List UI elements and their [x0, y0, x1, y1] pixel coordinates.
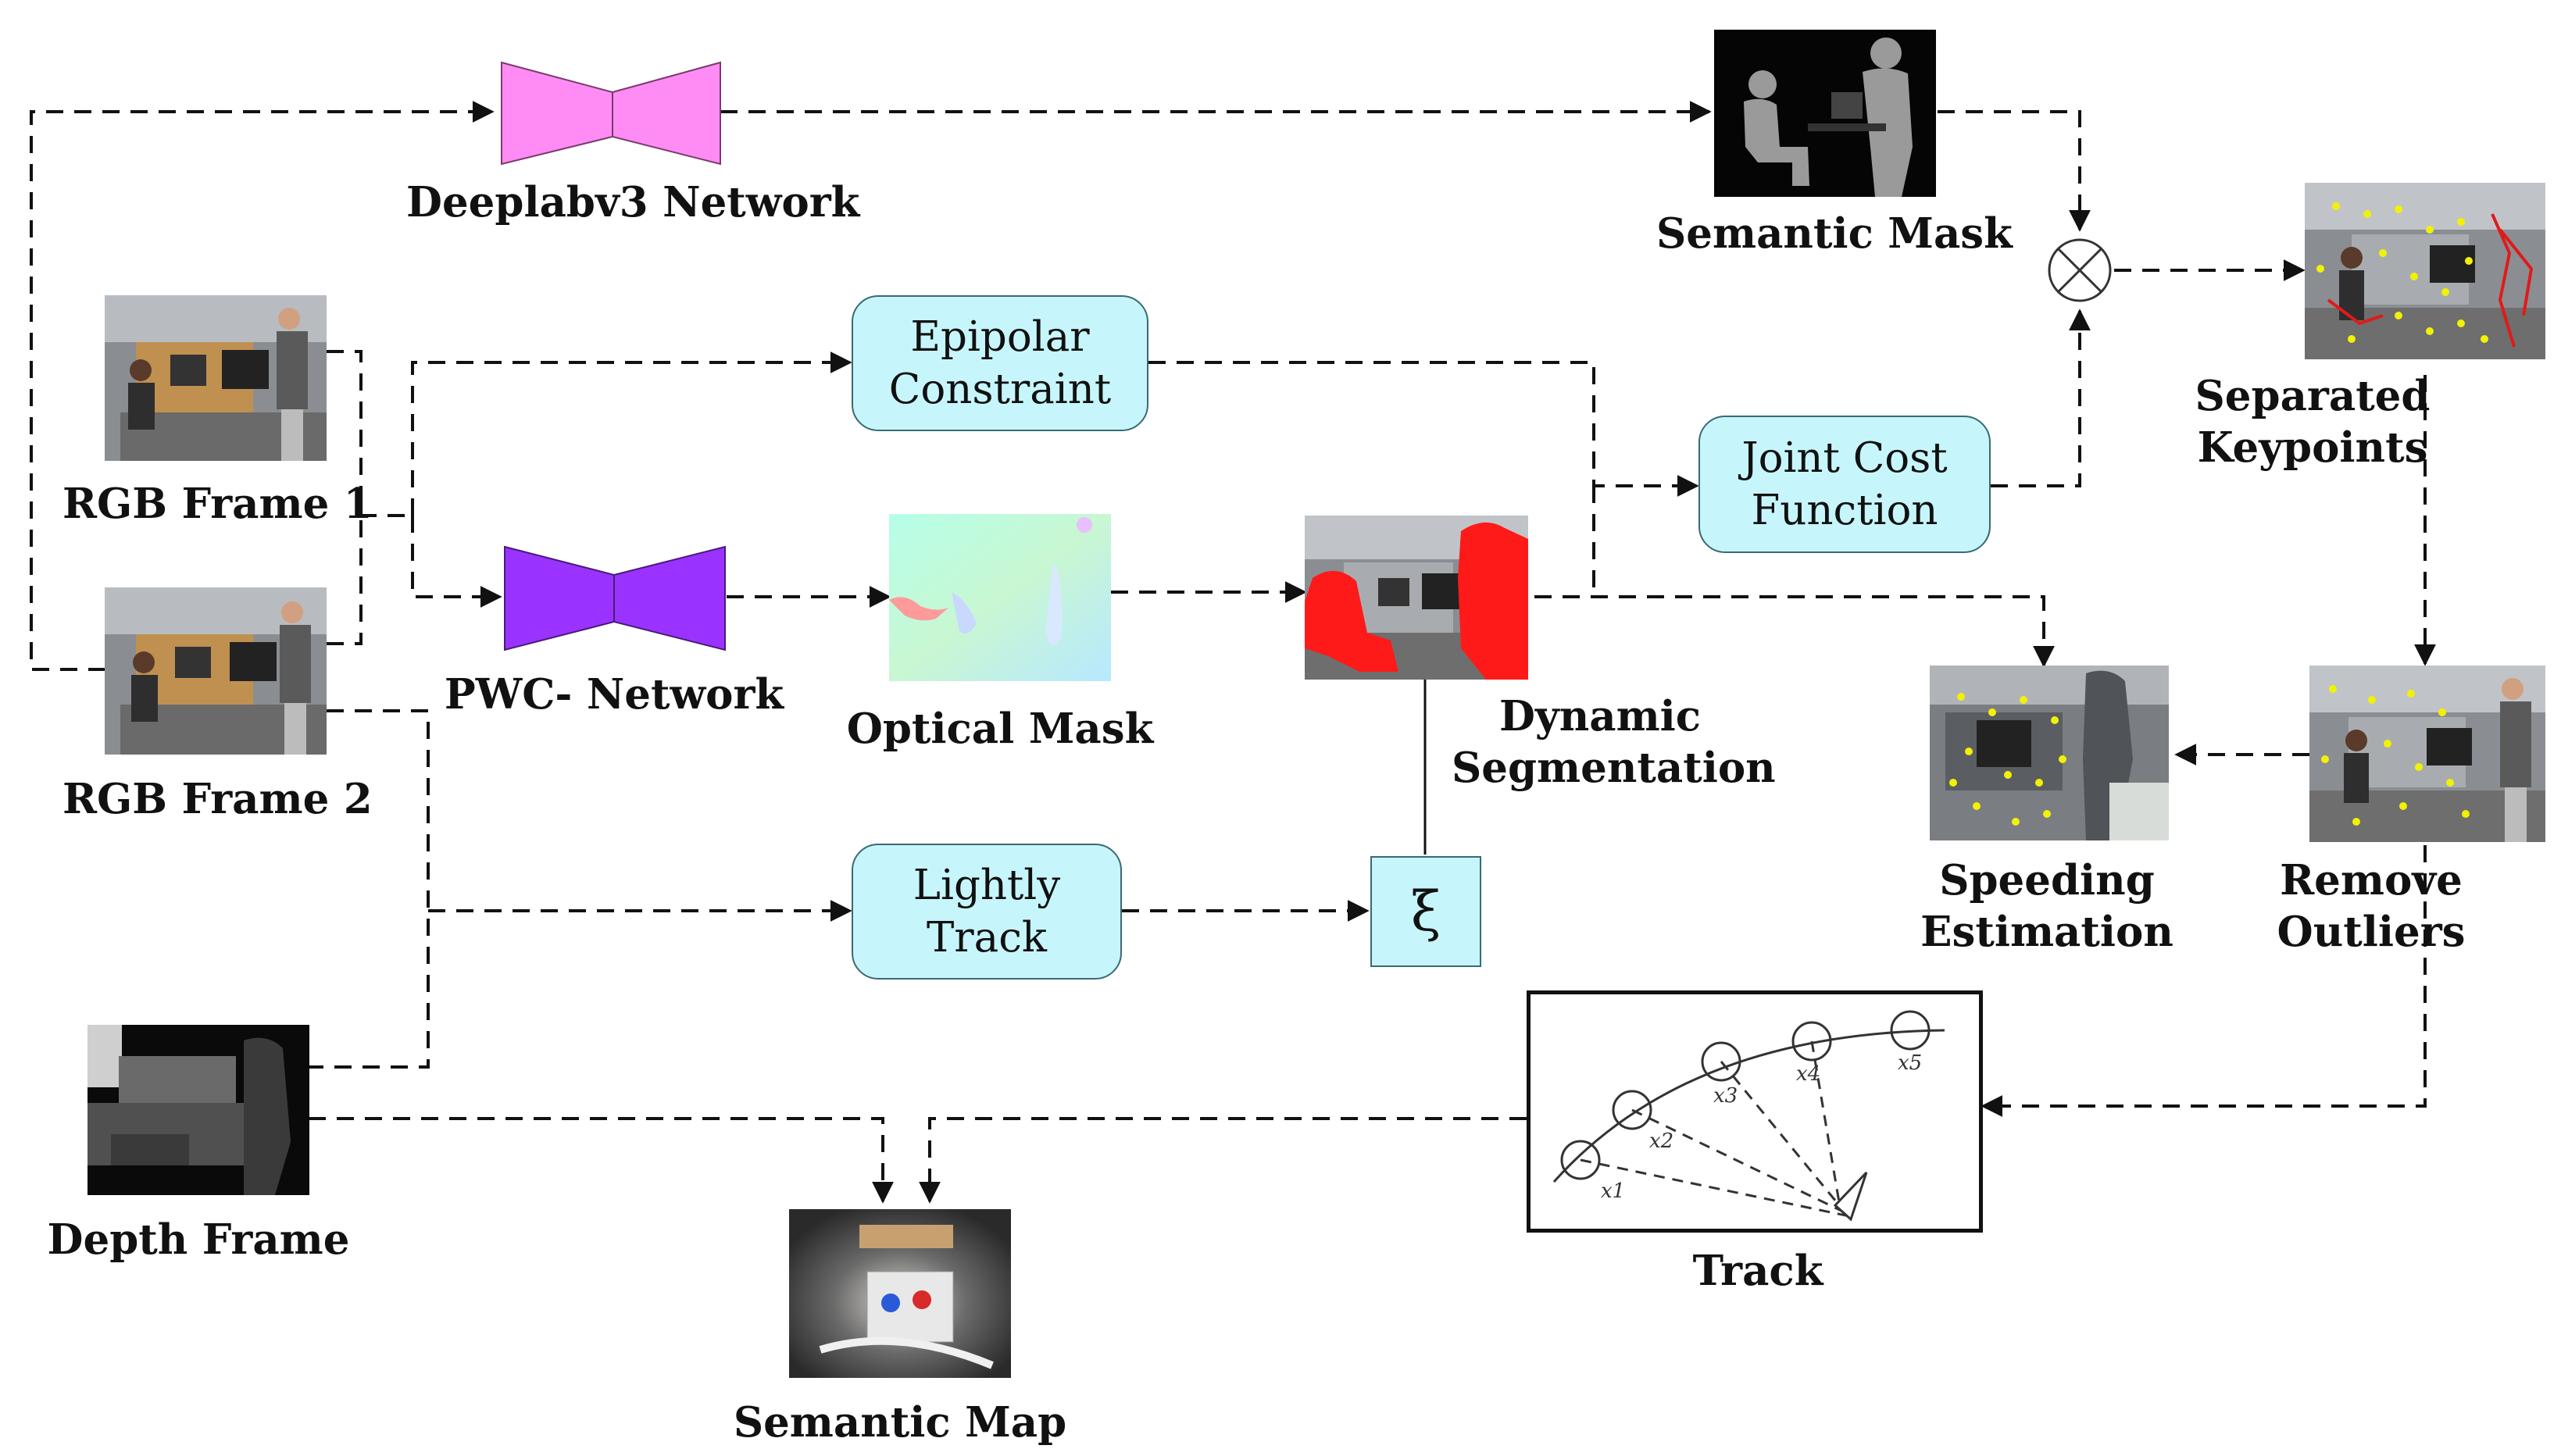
rgb-frame-2-label: RGB Frame 2	[63, 775, 373, 823]
arrow-depth-to-map	[309, 1117, 894, 1204]
semantic-map-image	[789, 1209, 1011, 1378]
semantic-mask-label: Semantic Mask	[1656, 209, 2013, 258]
lightly-track-box: Lightly Track	[852, 844, 1122, 980]
track-point-x3: x3	[1713, 1084, 1738, 1108]
deeplab-network-shape	[501, 61, 613, 166]
speeding-estimation-label: Speeding Estimation	[1920, 856, 2173, 957]
speeding-estimation-image	[1930, 666, 2169, 840]
camera-triangle	[1833, 1171, 1868, 1222]
pwc-label: PWC- Network	[444, 670, 784, 719]
combine-operator	[2048, 238, 2112, 302]
arrow-track-to-map	[919, 1117, 1527, 1204]
depth-frame-label: Depth Frame	[47, 1215, 350, 1264]
deeplab-label: Deeplabv3 Network	[406, 178, 860, 227]
rgb2-connector	[327, 516, 363, 645]
track-point-x5: x5	[1898, 1051, 1922, 1075]
joint-cost-function-box: Joint Cost Function	[1698, 416, 1991, 553]
separated-keypoints-label: Separated Keypoints	[2195, 372, 2431, 473]
rgb-frame-1-label: RGB Frame 1	[63, 480, 373, 528]
arrow-to-epipolar	[411, 352, 852, 516]
epipolar-constraint-box: Epipolar Constraint	[852, 295, 1148, 431]
track-point-x1: x1	[1601, 1179, 1625, 1203]
xi-box: ξ	[1370, 856, 1481, 967]
rgb1-connector	[327, 350, 413, 517]
track-diagram: x1 x2 x3 x4 x5	[1527, 990, 1983, 1233]
dynamic-segmentation-image	[1305, 516, 1528, 680]
arrow-rgb2-to-deeplab	[30, 101, 495, 671]
remove-outliers-label: Remove Outliers	[2277, 856, 2466, 957]
arrow-to-pwc	[411, 516, 502, 608]
track-point-x4: x4	[1796, 1062, 1820, 1086]
arrow-epipolar-to-joint	[1148, 361, 1699, 497]
semantic-mask-image	[1714, 30, 1936, 197]
rgb2-down-connector	[309, 709, 430, 1069]
track-arc	[1552, 1029, 1945, 1183]
rgb-frame-1-image	[105, 295, 327, 461]
semantic-map-label: Semantic Map	[733, 1398, 1067, 1447]
depth-frame-image	[88, 1025, 309, 1195]
track-point-x2: x2	[1649, 1129, 1673, 1153]
arrow-joint-to-combine	[1991, 309, 2091, 487]
separated-keypoints-image	[2305, 183, 2545, 359]
optical-mask-image	[889, 514, 1111, 681]
remove-outliers-image	[2309, 666, 2545, 842]
rgb-frame-2-image	[105, 587, 327, 755]
arrow-semantic-mask-to-combine	[1938, 110, 2091, 232]
track-label: Track	[1692, 1247, 1823, 1295]
dynamic-segmentation-label: Dynamic Segmentation	[1452, 692, 1776, 793]
optical-mask-label: Optical Mask	[846, 705, 1154, 753]
arrow-dynamic-to-speeding	[1534, 595, 2055, 668]
arrow-remove-to-track	[1981, 845, 2427, 1117]
pwc-network-shape	[504, 545, 615, 651]
